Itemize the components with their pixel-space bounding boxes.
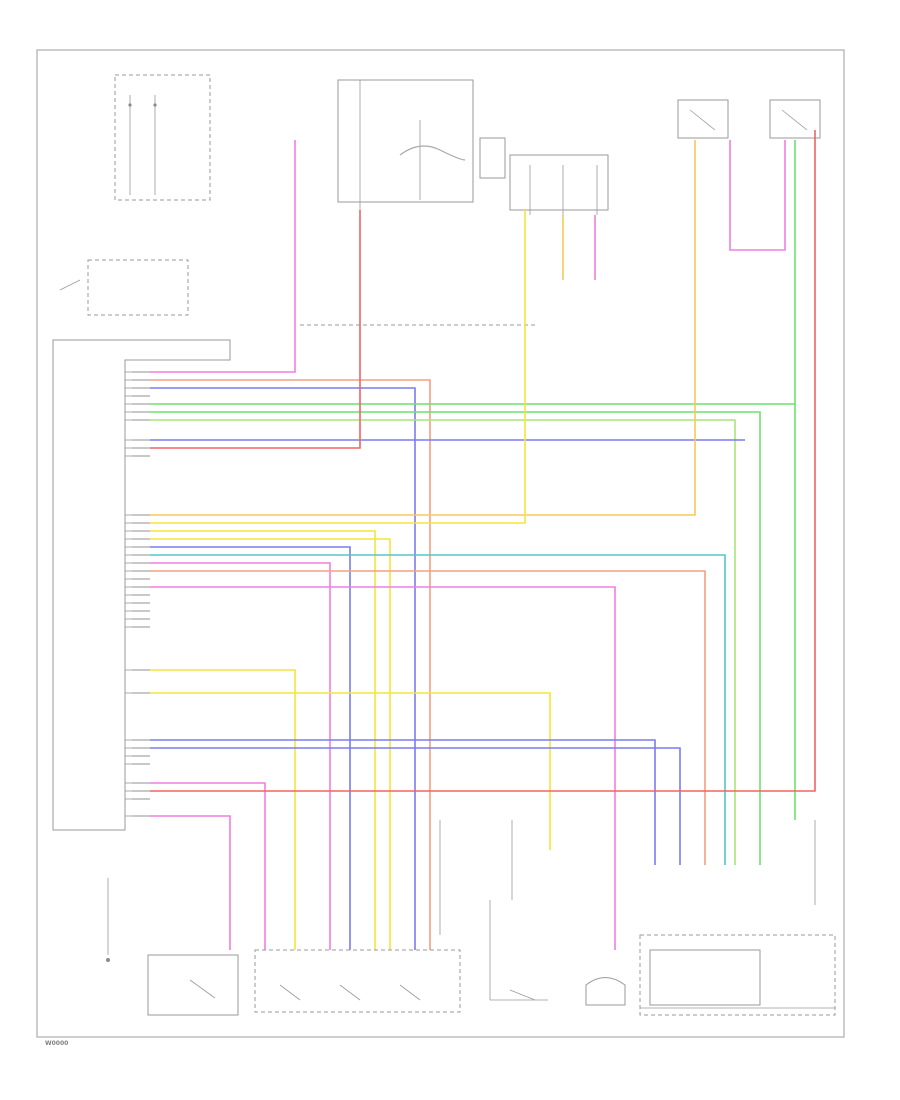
center-right-module bbox=[509, 154, 609, 215]
module-pin-rows bbox=[125, 371, 150, 817]
blue-wire bbox=[150, 387, 416, 950]
red-wire bbox=[150, 130, 816, 792]
top-left-component bbox=[114, 74, 211, 201]
pink-wire bbox=[150, 782, 266, 950]
bottom-left-component bbox=[106, 878, 239, 1016]
green-wire bbox=[150, 411, 761, 865]
wire-bundle bbox=[150, 130, 816, 950]
bottom-center-right-component bbox=[585, 977, 626, 1006]
page-label: W0000 bbox=[45, 1040, 68, 1047]
blue-wire bbox=[150, 747, 681, 865]
pink-wire bbox=[150, 815, 231, 950]
blue-wire bbox=[150, 739, 656, 865]
bottom-center-switch bbox=[489, 900, 548, 1001]
orange-wire bbox=[150, 140, 696, 516]
yellow-wire bbox=[150, 538, 391, 950]
blue-wire bbox=[150, 546, 351, 950]
green-wire bbox=[150, 403, 796, 820]
yellow-wire bbox=[150, 669, 296, 950]
diagram-frame bbox=[36, 49, 845, 1038]
bottom-connector-stubs bbox=[439, 820, 816, 935]
yellow-wire bbox=[150, 210, 526, 524]
yellow-wire bbox=[150, 692, 551, 850]
bottom-right-assembly bbox=[639, 934, 836, 1016]
pink-wire bbox=[150, 586, 616, 950]
pink-wire bbox=[150, 140, 296, 373]
salmon-wire bbox=[150, 379, 431, 950]
salmon-wire bbox=[150, 570, 706, 865]
left-small-switch bbox=[59, 259, 189, 316]
pink-wire bbox=[150, 562, 331, 950]
top-right-switches bbox=[677, 99, 821, 139]
lightgreen-wire bbox=[150, 419, 736, 865]
center-top-module bbox=[337, 79, 506, 215]
red-wire bbox=[150, 210, 361, 449]
teal-wire bbox=[150, 554, 726, 865]
bottom-center-left-assembly bbox=[254, 949, 461, 1013]
yellow-wire bbox=[150, 530, 376, 950]
pink-wire bbox=[729, 140, 786, 251]
